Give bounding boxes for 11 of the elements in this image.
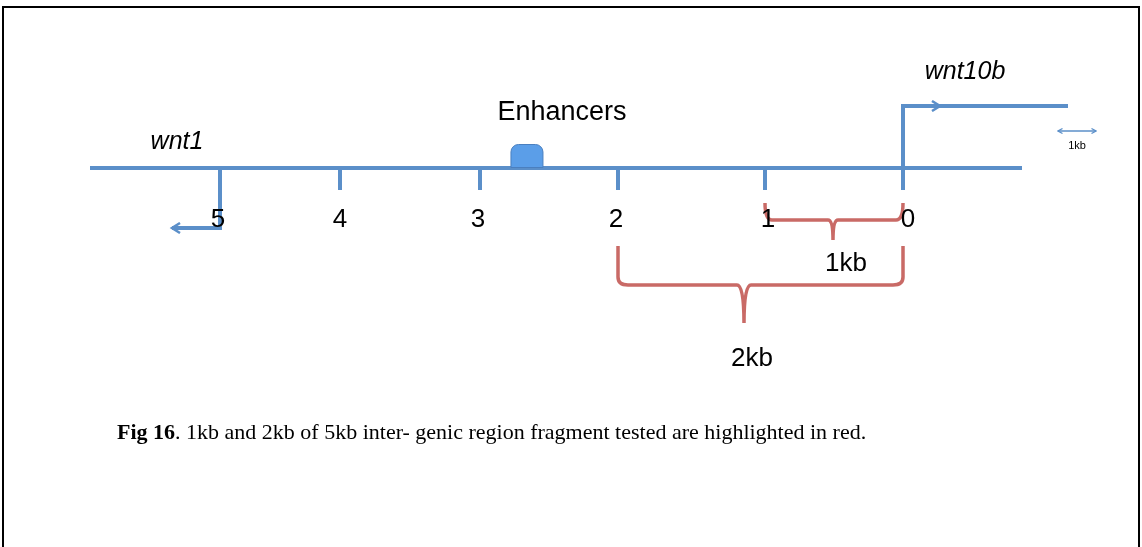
- scale-label: 1kb: [1068, 139, 1086, 151]
- caption: Fig 16. 1kb and 2kb of 5kb inter- genic region fragment tested are highlighted in red.: [117, 418, 867, 446]
- bracket-label: 2kb: [731, 344, 773, 370]
- tick-number: 0: [900, 205, 916, 231]
- bracket-label: 1kb: [825, 249, 867, 275]
- gene-name: wnt10b: [924, 57, 1006, 83]
- tick-number: 2: [608, 205, 624, 231]
- region-label: Enhancers: [497, 96, 627, 126]
- tick-number: 4: [332, 205, 348, 231]
- gene-name: wnt1: [150, 127, 204, 153]
- tick-number: 3: [470, 205, 486, 231]
